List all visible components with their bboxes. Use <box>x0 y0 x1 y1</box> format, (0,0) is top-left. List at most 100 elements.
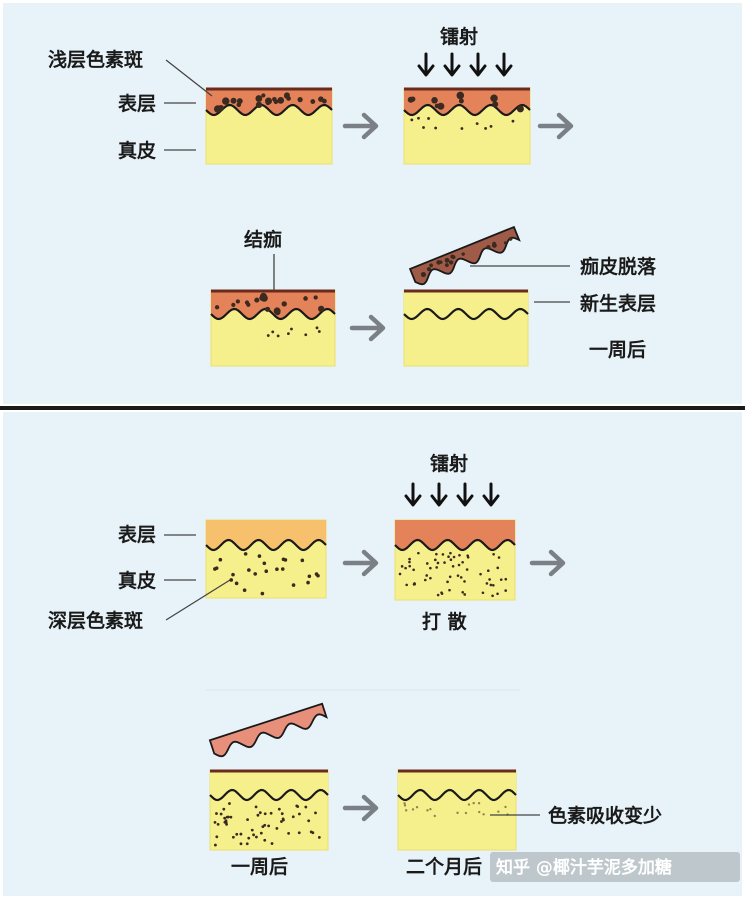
dermis-dot <box>417 116 420 120</box>
pigment-spot <box>260 294 268 302</box>
junction-wave <box>205 103 333 117</box>
dermis-dot <box>456 574 460 577</box>
dermis-dot <box>213 567 217 571</box>
epidermis-layer <box>404 88 530 115</box>
dermis-dot <box>511 119 515 123</box>
dermis-dot <box>282 818 285 822</box>
pigment-spot <box>318 305 325 313</box>
dermis-dot <box>269 811 273 815</box>
pigment-spot <box>486 245 491 250</box>
laser-down-arrow-icon <box>443 52 461 77</box>
dermis-dot <box>252 833 255 837</box>
dermis-dot <box>218 557 223 562</box>
dermis-dot <box>441 553 445 556</box>
dermis-dot <box>411 808 415 811</box>
dermis-dot <box>215 835 219 839</box>
dermis-dot <box>404 566 407 570</box>
pigment-spot <box>437 102 445 110</box>
dermis-dot <box>440 591 443 594</box>
dermis-dot <box>247 568 251 572</box>
dermis-dot <box>435 566 438 569</box>
pigment-spot <box>503 241 508 245</box>
dermis-dot <box>410 118 414 122</box>
dermis-dot <box>239 832 243 836</box>
dermis-dot <box>314 572 319 576</box>
laser-down-arrow-icon <box>404 482 422 507</box>
dermis-dot <box>425 574 428 577</box>
pigment-spot <box>255 95 263 102</box>
dermis-dot <box>461 590 465 594</box>
dermis-dot <box>484 127 487 130</box>
label-epidermis: 表层 <box>118 92 156 115</box>
skin-one-week <box>209 769 329 851</box>
label-scab: 结痂 <box>244 228 282 251</box>
dermis-dot <box>307 819 311 823</box>
pigment-spot <box>303 296 308 301</box>
dermis-dot <box>408 564 412 568</box>
dermis-dot <box>306 580 310 585</box>
dermis-dot <box>280 820 283 823</box>
dermis-dot <box>277 807 281 811</box>
label-absorbed: 色素吸收变少 <box>548 804 662 827</box>
pigment-spot <box>491 242 497 248</box>
pigment-spot <box>448 260 454 265</box>
dermis-dot <box>488 578 491 581</box>
dermis-dot <box>275 567 279 572</box>
pigment-spot <box>265 97 273 105</box>
label-one-week-2: 一周后 <box>231 856 288 878</box>
right-arrow-icon <box>537 112 574 140</box>
dermis-dot <box>460 127 464 130</box>
dermis-dot <box>426 809 429 812</box>
label-scatter: 打 散 <box>422 610 467 633</box>
dermis-dot <box>257 554 262 558</box>
dermis-dot <box>403 802 406 805</box>
dermis-dot <box>497 810 500 813</box>
dermis-dot <box>415 806 419 809</box>
pigment-spot <box>407 96 414 103</box>
dermis-dot <box>255 835 258 839</box>
dermis-dot <box>290 327 293 331</box>
dermis-dot <box>317 835 321 839</box>
laser-down-arrow-icon <box>482 482 500 507</box>
peeling-scab-bottom <box>208 702 328 758</box>
dermis-dot <box>466 554 470 558</box>
skin-blocks <box>205 87 531 851</box>
dermis-dot <box>489 124 493 128</box>
dermis-dot <box>452 555 456 559</box>
pigment-spot <box>214 305 220 310</box>
label-scab-off: 痂皮脱落 <box>580 255 657 278</box>
dermis-dot <box>297 812 301 816</box>
dermis-dot <box>276 334 280 338</box>
dermis-dot <box>499 578 503 581</box>
pigment-spot <box>439 260 443 264</box>
leader-lines <box>164 59 570 816</box>
right-arrow-icon <box>342 112 379 140</box>
pigment-spot <box>222 97 230 105</box>
dermis-dot <box>223 816 227 820</box>
dermis-dot <box>485 582 489 585</box>
dermis-dot <box>443 561 446 564</box>
dermis-dot <box>447 555 450 559</box>
skin-two-months <box>397 769 517 851</box>
dermis-dot <box>229 815 233 819</box>
epidermis-layer <box>398 770 516 800</box>
dermis-dot <box>478 810 481 814</box>
dermis-dot <box>448 588 451 592</box>
epidermis-layer <box>206 520 326 550</box>
pigment-spot <box>274 309 281 316</box>
label-shallow-pigment: 浅层色素斑 <box>48 48 143 71</box>
dermis-dot <box>463 593 467 596</box>
dermis-dot <box>451 564 455 568</box>
dermis-dot <box>213 820 217 824</box>
dermis-dot <box>472 801 475 805</box>
dermis-dot <box>300 558 305 563</box>
dermis-dot <box>459 576 463 579</box>
epidermis-layer <box>395 520 515 550</box>
dermis-dot <box>479 572 482 576</box>
skin-scab <box>210 289 336 367</box>
skin-laser-top <box>403 87 531 165</box>
laser-down-arrow-icon <box>495 52 513 77</box>
dermis-dot <box>239 842 243 846</box>
dermis-dot <box>405 583 408 587</box>
label-dermis-2: 真皮 <box>118 569 156 592</box>
